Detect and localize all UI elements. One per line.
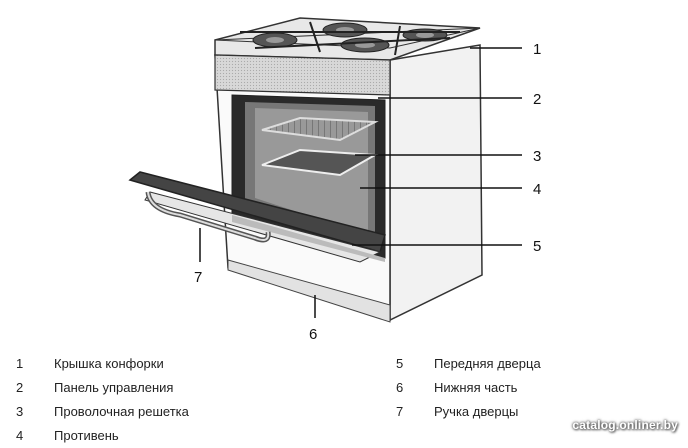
legend-number: 7 xyxy=(396,404,404,419)
callout-2: 2 xyxy=(533,91,541,108)
watermark: catalog.onliner.by xyxy=(572,418,678,432)
burner-lid xyxy=(214,17,481,61)
callout-6: 6 xyxy=(309,326,317,343)
lower-part xyxy=(227,259,391,323)
legend-number: 6 xyxy=(396,380,404,395)
legend-label: Крышка конфорки xyxy=(54,356,164,371)
legend-label: Противень xyxy=(54,428,119,443)
legend-label: Нижняя часть xyxy=(434,380,518,395)
door-handle xyxy=(145,191,271,243)
legend-right: 5 Передняя дверца 6 Нижняя часть 7 Ручка… xyxy=(396,352,541,424)
callout-7: 7 xyxy=(194,269,202,286)
legend-item: 6 Нижняя часть xyxy=(396,376,541,400)
legend-left: 1 Крышка конфорки 2 Панель управления 3 … xyxy=(16,352,189,448)
legend-item: 2 Панель управления xyxy=(16,376,189,400)
callout-1: 1 xyxy=(533,41,541,58)
legend-number: 3 xyxy=(16,404,24,419)
legend-item: 1 Крышка конфорки xyxy=(16,352,189,376)
legend-item: 7 Ручка дверцы xyxy=(396,400,541,424)
stove-diagram: 1 2 3 4 5 6 7 xyxy=(128,17,541,343)
legend-number: 1 xyxy=(16,356,24,371)
legend-item: 4 Противень xyxy=(16,424,189,448)
callout-4: 4 xyxy=(533,181,541,198)
control-panel xyxy=(214,54,391,96)
legend-number: 5 xyxy=(396,356,404,371)
legend-label: Передняя дверца xyxy=(434,356,541,371)
legend-item: 5 Передняя дверца xyxy=(396,352,541,376)
callout-3: 3 xyxy=(533,148,541,165)
legend-label: Ручка дверцы xyxy=(434,404,519,419)
wire-shelf xyxy=(261,116,379,142)
oven-door xyxy=(128,171,386,263)
legend-item: 3 Проволочная решетка xyxy=(16,400,189,424)
legend-label: Проволочная решетка xyxy=(54,404,189,419)
legend-label: Панель управления xyxy=(54,380,174,395)
legend-number: 2 xyxy=(16,380,24,395)
callout-lines xyxy=(199,47,522,318)
callout-5: 5 xyxy=(533,238,541,255)
legend-number: 4 xyxy=(16,428,24,443)
